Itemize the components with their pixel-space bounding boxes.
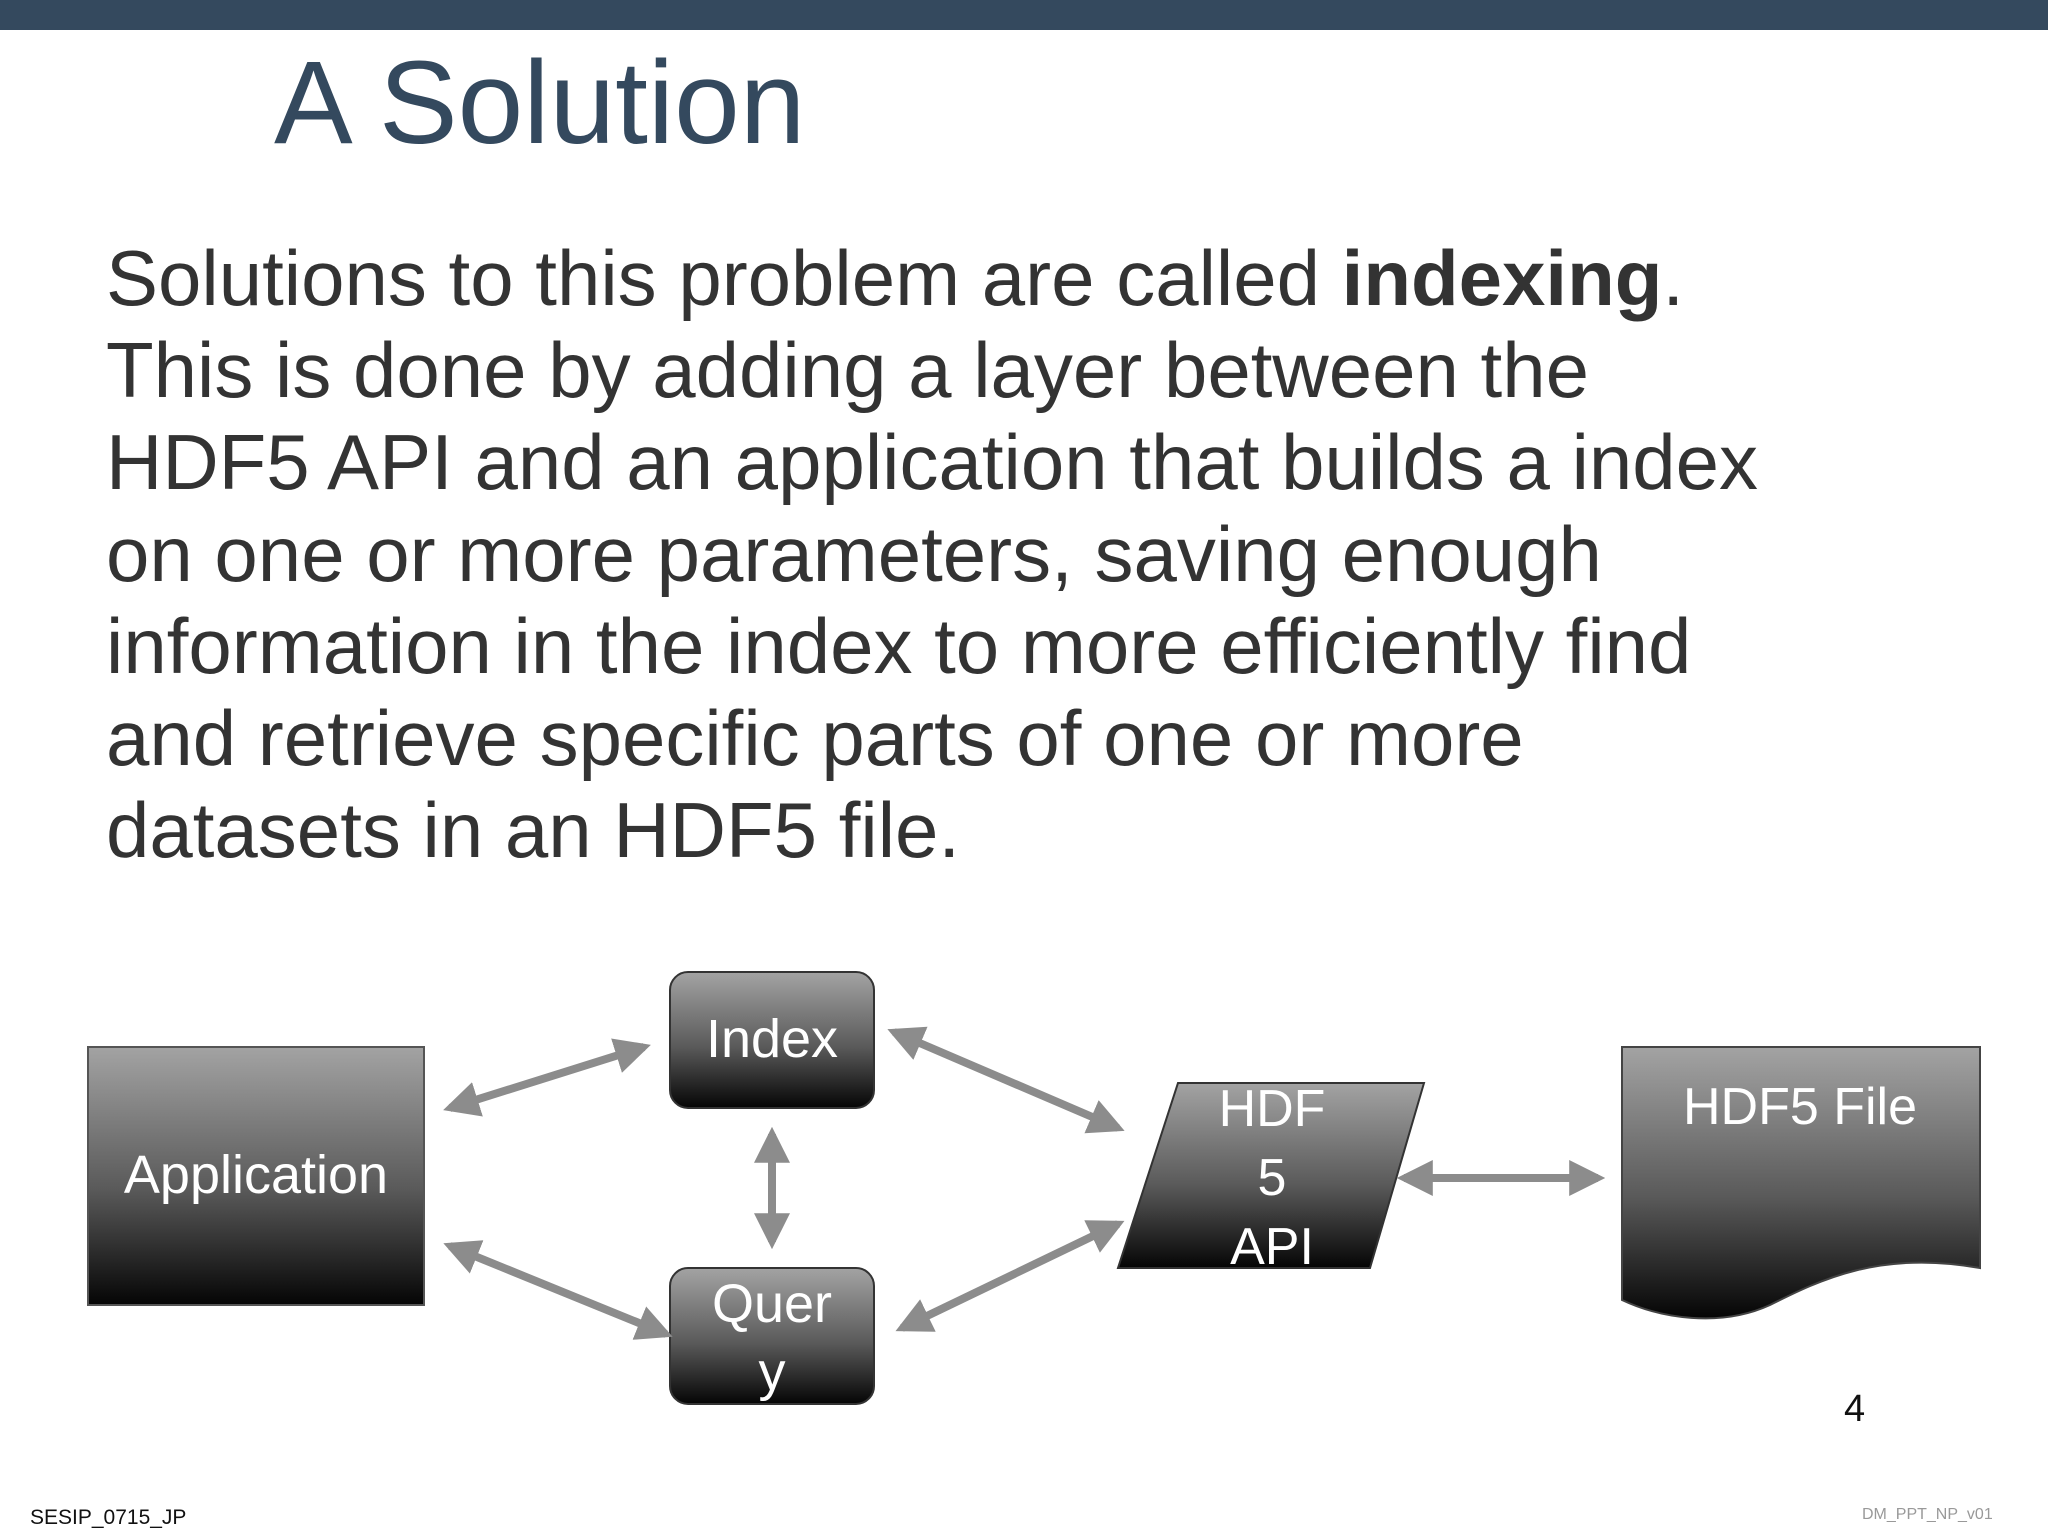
body-line-4: on one or more parameters, saving enough — [106, 510, 1602, 598]
hdf5-file-node: HDF5 File — [1621, 1046, 1981, 1320]
page-number: 4 — [1844, 1388, 1866, 1430]
hdf5-api-label-line2: 5 — [1258, 1149, 1287, 1207]
slide-body-text: Solutions to this problem are called ind… — [106, 232, 2006, 876]
body-line-1: Solutions to this problem are called ind… — [106, 232, 2006, 324]
footer-slide-code: SESIP_0715_JP — [30, 1506, 187, 1529]
indexing-term: indexing — [1341, 234, 1663, 322]
body-line-1-pre: Solutions to this problem are called — [106, 234, 1342, 322]
application-label: Application — [124, 1145, 388, 1205]
index-label: Index — [706, 1009, 838, 1069]
hdf5-api-node: HDF 5 API — [1116, 1080, 1426, 1276]
query-label-line2: y — [759, 1342, 786, 1402]
arrow-application-query — [443, 1240, 673, 1340]
body-line-5: information in the index to more efficie… — [106, 602, 1692, 690]
body-line-7: datasets in an HDF5 file. — [106, 786, 961, 874]
arrow-query-api — [895, 1220, 1125, 1332]
application-node: Application — [87, 1046, 425, 1306]
arrow-application-index — [443, 1038, 651, 1117]
hdf5-api-label-line3: API — [1230, 1218, 1314, 1276]
body-line-2: This is done by adding a layer between t… — [106, 326, 1589, 414]
query-node: Quer y — [669, 1267, 875, 1405]
hdf5-file-label: HDF5 File — [1683, 1078, 1917, 1136]
body-line-3: HDF5 API and an application that builds … — [106, 418, 1759, 506]
top-accent-bar — [0, 0, 2048, 30]
hdf5-api-label-line1: HDF — [1219, 1080, 1326, 1138]
query-label-line1: Quer — [712, 1274, 832, 1334]
body-line-6: and retrieve specific parts of one or mo… — [106, 694, 1524, 782]
slide-title: A Solution — [274, 37, 806, 169]
index-node: Index — [669, 971, 875, 1109]
footer-template-code: DM_PPT_NP_v01 — [1862, 1506, 1993, 1523]
indexing-architecture-diagram: Application Index Quer y HDF 5 API HDF5 … — [87, 971, 1981, 1405]
body-line-1-post: . — [1662, 234, 1685, 322]
arrow-index-api — [887, 1026, 1125, 1134]
